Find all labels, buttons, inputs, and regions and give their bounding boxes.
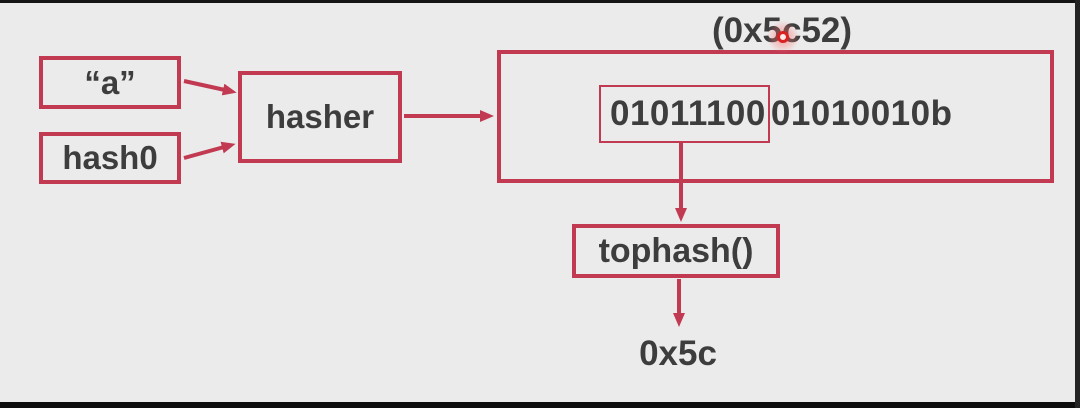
node-hash0: hash0 (39, 132, 181, 184)
tophash-result: 0x5c (639, 334, 717, 373)
laser-ring (777, 31, 789, 43)
node-tophash-label: tophash() (598, 231, 754, 270)
hash-bits-top-byte: 01011100 (599, 85, 770, 143)
node-input-key: “a” (39, 56, 181, 109)
letterbox-right-bar (1075, 0, 1080, 408)
letterbox-bottom-bar (0, 402, 1080, 408)
node-input-key-label: “a” (84, 63, 136, 101)
node-hash0-label: hash0 (62, 139, 158, 176)
hash-bits-rest: 01010010b (770, 94, 953, 133)
letterbox-top-bar (0, 0, 1080, 3)
arrow-inputkey-to-hasher (183, 79, 237, 96)
node-tophash: tophash() (572, 224, 780, 278)
node-hasher: hasher (238, 71, 402, 163)
node-hasher-label: hasher (265, 98, 375, 135)
node-hash-bits (497, 50, 1054, 183)
hash-bits-value: 01011100 01010010b (599, 85, 952, 143)
arrow-hash0-to-hasher (183, 141, 236, 160)
